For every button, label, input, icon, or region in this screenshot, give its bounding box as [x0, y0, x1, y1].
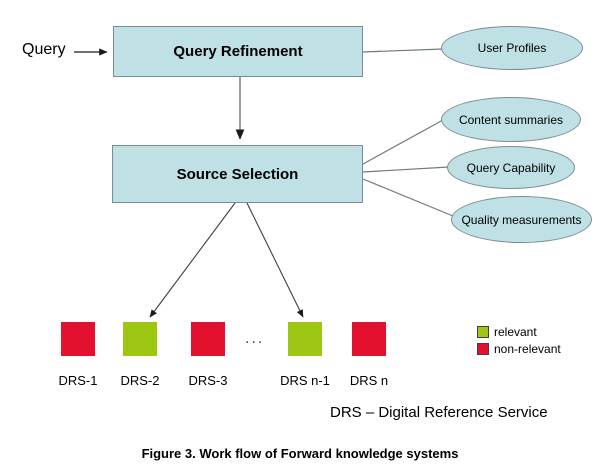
relevant-label: relevant — [494, 325, 537, 339]
quality-measurements-label: Quality measurements — [461, 212, 582, 227]
line-selection-to-quality-measurements — [362, 178, 454, 217]
drs-1-square — [61, 322, 95, 356]
relevant-swatch — [477, 326, 489, 338]
drs-n1-square — [288, 322, 322, 356]
query-refinement-label: Query Refinement — [173, 43, 303, 60]
drs-node-n1: DRS n-1 — [273, 322, 337, 388]
drs-n-label: DRS n — [349, 373, 389, 388]
drs-n-square — [352, 322, 386, 356]
non-relevant-label: non-relevant — [494, 342, 561, 356]
legend: relevant non-relevant — [477, 325, 561, 359]
drs-2-label: DRS-2 — [120, 373, 160, 388]
legend-row-relevant: relevant — [477, 325, 561, 339]
query-input-label: Query — [22, 41, 66, 58]
source-selection-label: Source Selection — [176, 165, 299, 183]
legend-row-non-relevant: non-relevant — [477, 342, 561, 356]
drs-node-n: DRS n — [337, 322, 401, 388]
query-refinement-box: Query Refinement — [113, 26, 363, 77]
arrow-selection-to-drsn1 — [246, 202, 304, 318]
line-refinement-to-user-profiles — [362, 48, 444, 53]
query-capability-ellipse: Query Capability — [447, 146, 575, 189]
drs-3-square — [191, 322, 225, 356]
arrow-selection-to-drs2 — [149, 202, 236, 318]
source-selection-box: Source Selection — [112, 145, 363, 203]
non-relevant-swatch — [477, 343, 489, 355]
content-summaries-ellipse: Content summaries — [441, 97, 581, 142]
line-selection-to-content-summaries — [362, 119, 444, 165]
query-capability-label: Query Capability — [466, 160, 556, 175]
user-profiles-ellipse: User Profiles — [441, 26, 583, 70]
user-profiles-label: User Profiles — [477, 41, 547, 55]
content-summaries-label: Content summaries — [458, 112, 564, 127]
drs-n1-label: DRS n-1 — [280, 373, 330, 388]
drs-node-3: DRS-3 — [176, 322, 240, 388]
quality-measurements-ellipse: Quality measurements — [451, 196, 592, 243]
figure-caption: Figure 3. Work flow of Forward knowledge… — [141, 446, 459, 461]
line-selection-to-query-capability — [362, 166, 450, 173]
drs-1-label: DRS-1 — [58, 373, 98, 388]
drs-node-2: DRS-2 — [108, 322, 172, 388]
drs-2-square — [123, 322, 157, 356]
drs-ellipsis: ... — [245, 330, 265, 347]
drs-abbreviation: DRS – Digital Reference Service — [330, 404, 548, 421]
drs-node-1: DRS-1 — [46, 322, 110, 388]
drs-3-label: DRS-3 — [188, 373, 228, 388]
